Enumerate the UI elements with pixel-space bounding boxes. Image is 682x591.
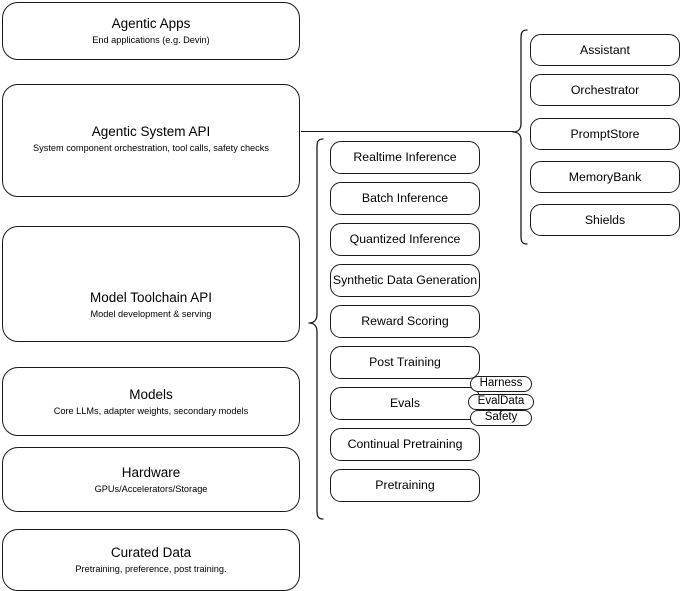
component-label: Orchestrator — [570, 82, 640, 97]
capability-box-evals[interactable]: Evals — [330, 387, 480, 420]
layer-box-model-toolchain-api[interactable]: Model Toolchain API Model development & … — [2, 226, 300, 342]
layer-subtitle: System component orchestration, tool cal… — [33, 143, 269, 153]
layer-subtitle: Model development & serving — [90, 309, 212, 319]
capability-label: Reward Scoring — [361, 314, 449, 328]
capability-box-realtime-inference[interactable]: Realtime Inference — [330, 141, 480, 174]
layer-title: Agentic System API — [91, 124, 211, 139]
layer-box-hardware[interactable]: Hardware GPUs/Accelerators/Storage — [2, 447, 300, 512]
capability-label: Continual Pretraining — [347, 437, 463, 451]
component-label: Shields — [584, 212, 626, 227]
layer-box-agentic-apps[interactable]: Agentic Apps End applications (e.g. Devi… — [2, 2, 300, 60]
component-box-assistant[interactable]: Assistant — [530, 34, 680, 66]
capability-box-continual-pretraining[interactable]: Continual Pretraining — [330, 428, 480, 461]
capability-box-pretraining[interactable]: Pretraining — [330, 469, 480, 502]
capability-box-reward-scoring[interactable]: Reward Scoring — [330, 305, 480, 338]
layer-title: Hardware — [121, 464, 181, 480]
component-label: MemoryBank — [568, 169, 642, 184]
capability-box-batch-inference[interactable]: Batch Inference — [330, 182, 480, 215]
component-label: Assistant — [580, 42, 630, 57]
connector-line-system-api-to-components — [301, 131, 514, 133]
layer-subtitle: Core LLMs, adapter weights, secondary mo… — [53, 405, 249, 416]
layer-box-models[interactable]: Models Core LLMs, adapter weights, secon… — [2, 367, 300, 436]
layer-title: Models — [129, 386, 173, 402]
layer-box-agentic-system-api[interactable]: Agentic System API System component orch… — [2, 84, 300, 197]
component-box-promptstore[interactable]: PromptStore — [530, 118, 680, 150]
layer-subtitle: GPUs/Accelerators/Storage — [94, 483, 208, 494]
capability-label: Evals — [389, 396, 421, 410]
component-box-orchestrator[interactable]: Orchestrator — [530, 74, 680, 106]
capability-label: Batch Inference — [361, 191, 449, 205]
capability-box-quantized-inference[interactable]: Quantized Inference — [330, 223, 480, 256]
layer-title: Curated Data — [110, 545, 192, 560]
capability-label: Quantized Inference — [349, 232, 461, 246]
capability-label: Synthetic Data Generation — [332, 273, 478, 287]
eval-badge-harness[interactable]: Harness — [470, 376, 532, 392]
capability-label: Realtime Inference — [353, 150, 457, 164]
brace-capabilities — [308, 138, 324, 520]
eval-badge-safety[interactable]: Safety — [470, 410, 532, 426]
eval-badge-evaldata[interactable]: EvalData — [468, 394, 534, 410]
layer-title: Model Toolchain API — [89, 290, 213, 305]
brace-components — [512, 29, 528, 245]
capability-label: Post Training — [369, 355, 441, 369]
capability-box-post-training[interactable]: Post Training — [330, 346, 480, 379]
component-box-shields[interactable]: Shields — [530, 204, 680, 236]
component-label: PromptStore — [570, 126, 640, 141]
layer-subtitle: End applications (e.g. Devin) — [92, 35, 210, 45]
layer-box-curated-data[interactable]: Curated Data Pretraining, preference, po… — [2, 529, 300, 591]
capability-label: Pretraining — [375, 478, 435, 492]
layer-subtitle: Pretraining, preference, post training. — [75, 564, 227, 574]
component-box-memorybank[interactable]: MemoryBank — [530, 161, 680, 193]
capability-box-synthetic-data-generation[interactable]: Synthetic Data Generation — [330, 264, 480, 297]
layer-title: Agentic Apps — [111, 16, 191, 31]
